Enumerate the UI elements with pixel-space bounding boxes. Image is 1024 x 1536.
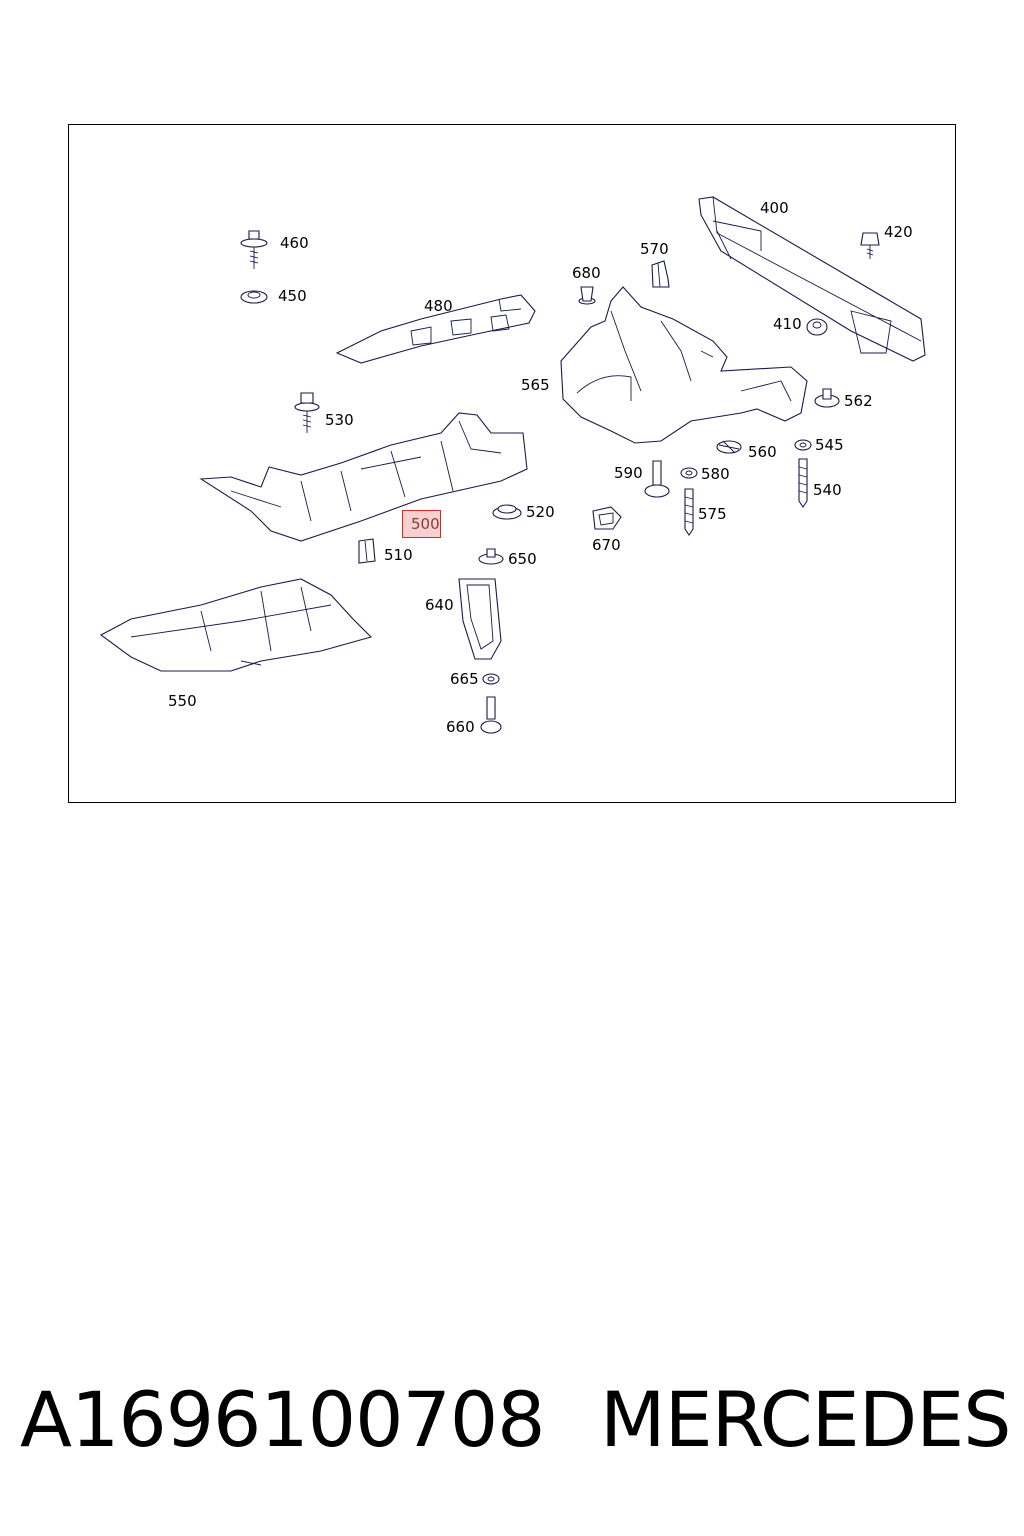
part-540-screw[interactable] [798,458,808,508]
callout-480[interactable]: 480 [424,297,453,315]
parts-drawing [99,196,926,734]
callout-580[interactable]: 580 [701,465,730,483]
callout-570[interactable]: 570 [640,240,669,258]
callout-510[interactable]: 510 [384,546,413,564]
part-665-washer[interactable] [482,673,500,685]
part-670-clip[interactable] [592,506,622,530]
part-410-nut[interactable] [806,318,828,336]
part-660-bolt[interactable] [480,696,502,734]
callout-565[interactable]: 565 [521,376,550,394]
part-480-panel[interactable] [335,294,536,364]
callout-560[interactable]: 560 [748,443,777,461]
part-550-undertray[interactable] [99,578,373,672]
diagram-frame [68,124,956,803]
part-500-underbody-panel[interactable] [199,412,528,542]
callout-670[interactable]: 670 [592,536,621,554]
callout-640[interactable]: 640 [425,596,454,614]
part-530-screw[interactable] [294,392,320,433]
part-560-nut[interactable] [716,440,742,454]
part-565-liner[interactable] [560,286,808,444]
callout-680[interactable]: 680 [572,264,601,282]
callout-540[interactable]: 540 [813,481,842,499]
callout-665[interactable]: 665 [450,670,479,688]
part-545-washer[interactable] [794,439,812,451]
part-650-nut[interactable] [478,548,504,565]
part-520-nut[interactable] [492,504,522,520]
part-640-bracket[interactable] [458,578,502,660]
callout-420[interactable]: 420 [884,223,913,241]
callout-590[interactable]: 590 [614,464,643,482]
part-420-bolt[interactable] [860,232,880,259]
callout-562[interactable]: 562 [844,392,873,410]
part-680-plug[interactable] [578,286,596,305]
callout-545[interactable]: 545 [815,436,844,454]
callout-500-highlighted[interactable]: 500 [402,510,441,538]
callout-575[interactable]: 575 [698,505,727,523]
part-510-clip[interactable] [358,538,376,564]
part-570-clip[interactable] [651,260,670,288]
part-580-washer[interactable] [680,467,698,479]
brand-name: MERCEDES [600,1375,1011,1464]
callout-660[interactable]: 660 [446,718,475,736]
callout-400[interactable]: 400 [760,199,789,217]
part-460-screw[interactable] [240,230,268,269]
callout-530[interactable]: 530 [325,411,354,429]
callout-520[interactable]: 520 [526,503,555,521]
footer: A1696100708 MERCEDES [0,1370,1024,1470]
callout-550[interactable]: 550 [168,692,197,710]
callout-410[interactable]: 410 [773,315,802,333]
part-575-screw[interactable] [684,488,694,536]
part-590-bolt[interactable] [644,460,670,498]
part-450-nut[interactable] [240,290,268,304]
part-562-nut[interactable] [814,388,840,408]
callout-450[interactable]: 450 [278,287,307,305]
part-400-crossmember[interactable] [698,196,926,362]
callout-650[interactable]: 650 [508,550,537,568]
part-number: A1696100708 [20,1375,546,1464]
callout-460[interactable]: 460 [280,234,309,252]
